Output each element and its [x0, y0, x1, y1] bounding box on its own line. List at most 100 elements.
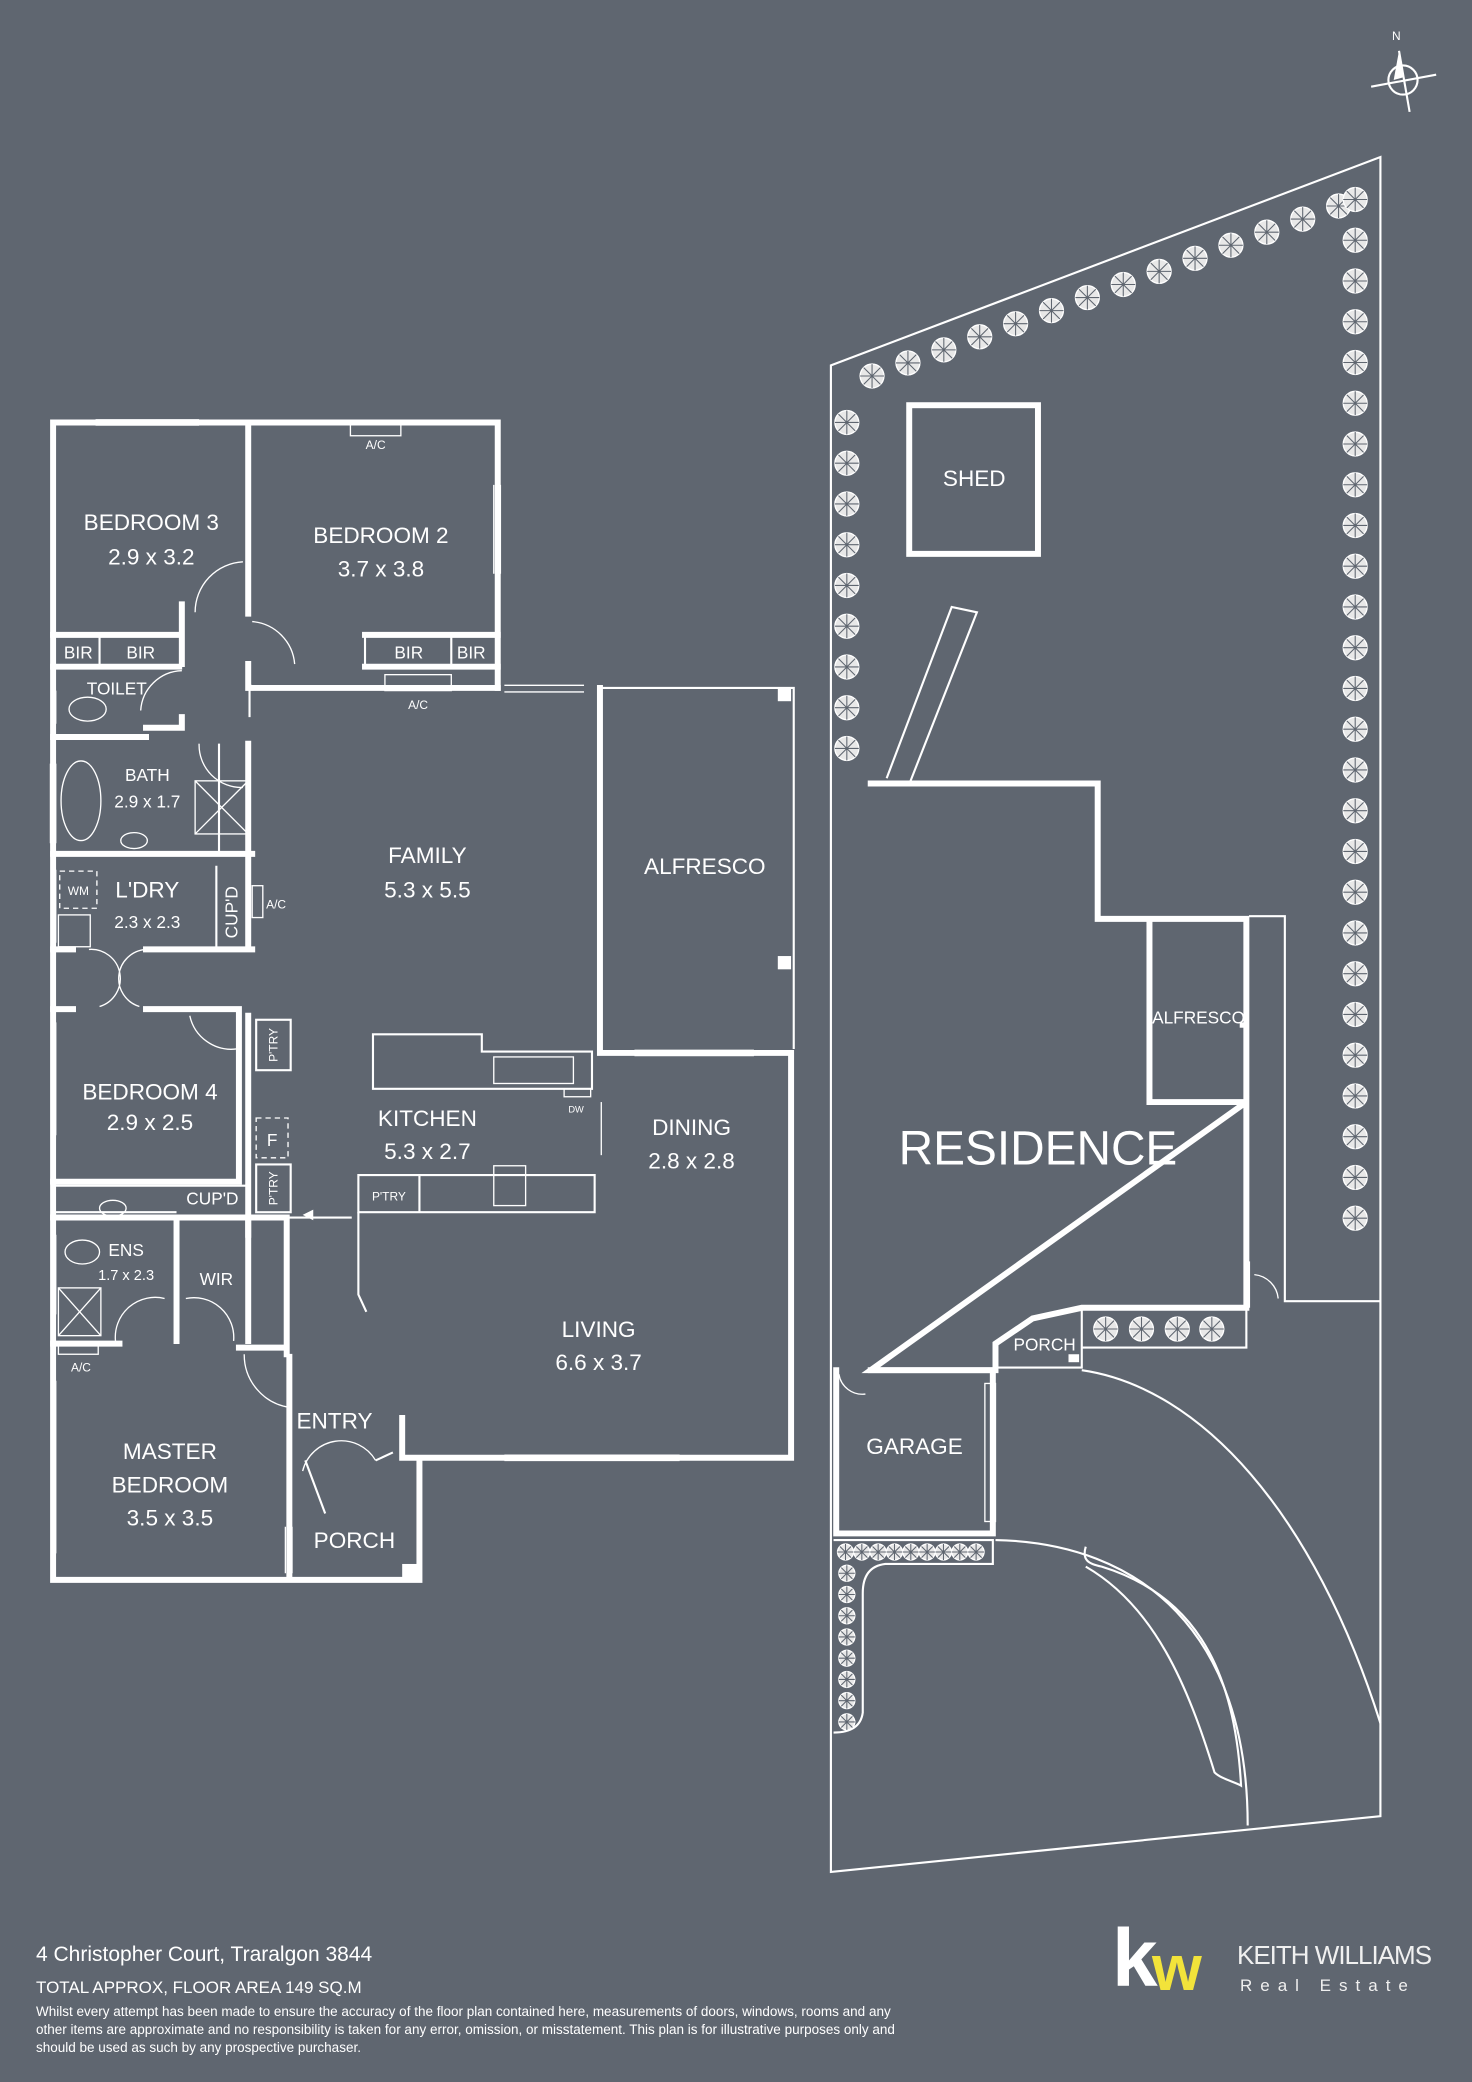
tree-icon-detail [1343, 798, 1368, 823]
tree-icon-detail [1343, 758, 1368, 782]
fridge-label: F [267, 1130, 278, 1150]
toilet-label: TOILET [87, 679, 148, 699]
tree-icon-detail [895, 350, 920, 375]
room-name-living: LIVING [562, 1317, 636, 1342]
tree-icon-detail [1343, 554, 1368, 579]
tree-icon-detail [1343, 676, 1368, 701]
tree-icon-detail [931, 337, 956, 362]
room-name-dining: DINING [652, 1115, 731, 1140]
tree-icon-detail [1343, 1206, 1368, 1231]
tree-icon-detail [1343, 513, 1368, 538]
tree-icon-detail [1343, 839, 1368, 864]
tree-icon-detail [1343, 472, 1368, 497]
tree-icon-detail [1343, 228, 1368, 253]
cupboard-label: CUP'D [186, 1188, 238, 1208]
floor-plan: BEDROOM 3 2.9 x 3.2 BEDROOM 2 3.7 x 3.8 … [49, 419, 795, 1583]
tree-icon-detail [834, 573, 859, 598]
tree-icon-detail [1343, 717, 1368, 742]
site-label-porch: PORCH [1013, 1334, 1075, 1354]
tree-icon-detail [1165, 1317, 1190, 1341]
room-size-ensuite: 1.7 x 2.3 [98, 1268, 154, 1284]
room-size-kitchen: 5.3 x 2.7 [384, 1139, 471, 1164]
tree-icon-detail [838, 1692, 855, 1709]
tree-icon-detail [838, 1650, 855, 1667]
tree-icon-detail [834, 492, 859, 516]
tree-icon-detail [853, 1544, 870, 1560]
ac-label: A/C [366, 438, 386, 452]
tree-icon-detail [1183, 246, 1207, 271]
tree-icon-detail [860, 364, 884, 388]
ac-label: A/C [71, 1361, 91, 1375]
room-size-bath: 2.9 x 1.7 [114, 791, 180, 811]
ac-label: A/C [408, 698, 428, 712]
tree-icon-detail [870, 1544, 887, 1560]
room-name-alfresco: ALFRESCO [644, 854, 766, 879]
bir-label: BIR [457, 643, 486, 663]
tree-icon-detail [1343, 432, 1368, 456]
room-name-bedroom4: BEDROOM 4 [82, 1079, 217, 1104]
tree-icon-detail [1343, 1084, 1368, 1108]
tree-icon-detail [834, 695, 859, 720]
room-name-master-line2: BEDROOM [112, 1472, 229, 1497]
brand-tagline: Real Estate [1240, 1976, 1416, 1995]
room-name-ensuite: ENS [108, 1240, 143, 1260]
tree-icon-detail [919, 1544, 936, 1560]
tree-icon-detail [834, 655, 859, 679]
room-size-laundry: 2.3 x 2.3 [114, 912, 180, 932]
tree-icon-detail [838, 1607, 855, 1624]
tree-icon-detail [834, 532, 859, 557]
tree-row [834, 186, 1368, 1731]
tree-icon-detail [838, 1713, 855, 1730]
tree-icon-detail [1343, 1124, 1368, 1149]
tree-icon-detail [1343, 1043, 1368, 1068]
cupboard-label: CUP'D [222, 886, 242, 938]
room-name-master-line1: MASTER [123, 1439, 217, 1464]
tree-icon-detail [1290, 207, 1315, 232]
tree-icon-detail [1218, 233, 1243, 258]
bir-label: BIR [64, 643, 93, 663]
room-name-laundry: L'DRY [115, 878, 179, 903]
tree-icon-detail [1039, 298, 1064, 323]
disclaimer: Whilst every attempt has been made to en… [36, 2004, 895, 2055]
room-size-dining: 2.8 x 2.8 [648, 1148, 735, 1173]
tree-icon-detail [1326, 194, 1351, 218]
tree-icon-detail [1343, 269, 1368, 293]
tree-icon-detail [838, 1565, 855, 1582]
site-label-alfresco: ALFRESCO [1152, 1008, 1245, 1028]
tree-icon-detail [1343, 391, 1368, 416]
site-plan: SHED RESIDENCE ALFRESCO PORCH GARAGE [829, 155, 1382, 1874]
tree-icon-detail [834, 614, 859, 639]
room-name-wir: WIR [200, 1269, 234, 1289]
tree-icon-detail [1147, 259, 1172, 284]
room-size-bedroom3: 2.9 x 3.2 [108, 544, 195, 569]
brand-logo: k w KEITH WILLIAMS Real Estate [1112, 1918, 1432, 2004]
logo-w: w [1152, 1932, 1202, 2004]
bir-label: BIR [394, 643, 423, 663]
brand-name: KEITH WILLIAMS [1237, 1940, 1432, 1970]
tree-icon-detail [1343, 1002, 1368, 1027]
pantry-label: P'TRY [266, 1028, 280, 1062]
room-name-entry: ENTRY [296, 1409, 372, 1434]
room-name-kitchen: KITCHEN [378, 1106, 477, 1131]
tree-icon-detail [838, 1671, 855, 1688]
tree-icon-detail [1343, 961, 1368, 986]
compass-icon: N [1370, 29, 1437, 113]
tree-icon-detail [838, 1629, 855, 1645]
room-name-bath: BATH [125, 765, 170, 785]
room-size-master: 3.5 x 3.5 [127, 1505, 213, 1530]
room-size-bedroom4: 2.9 x 2.5 [107, 1110, 194, 1135]
washing-machine-label: WM [68, 884, 89, 898]
pantry-label: P'TRY [266, 1171, 280, 1205]
compass-north-label: N [1392, 29, 1401, 43]
tree-icon-detail [935, 1544, 952, 1560]
room-name-porch: PORCH [314, 1528, 395, 1553]
tree-icon-detail [1343, 635, 1368, 660]
tree-icon-detail [1343, 1165, 1368, 1190]
room-name-family: FAMILY [388, 843, 467, 868]
site-label-shed: SHED [943, 466, 1006, 491]
bir-label: BIR [126, 643, 155, 663]
room-name-bedroom2: BEDROOM 2 [313, 523, 448, 548]
tree-icon-detail [834, 410, 859, 435]
tree-icon-detail [951, 1544, 968, 1560]
